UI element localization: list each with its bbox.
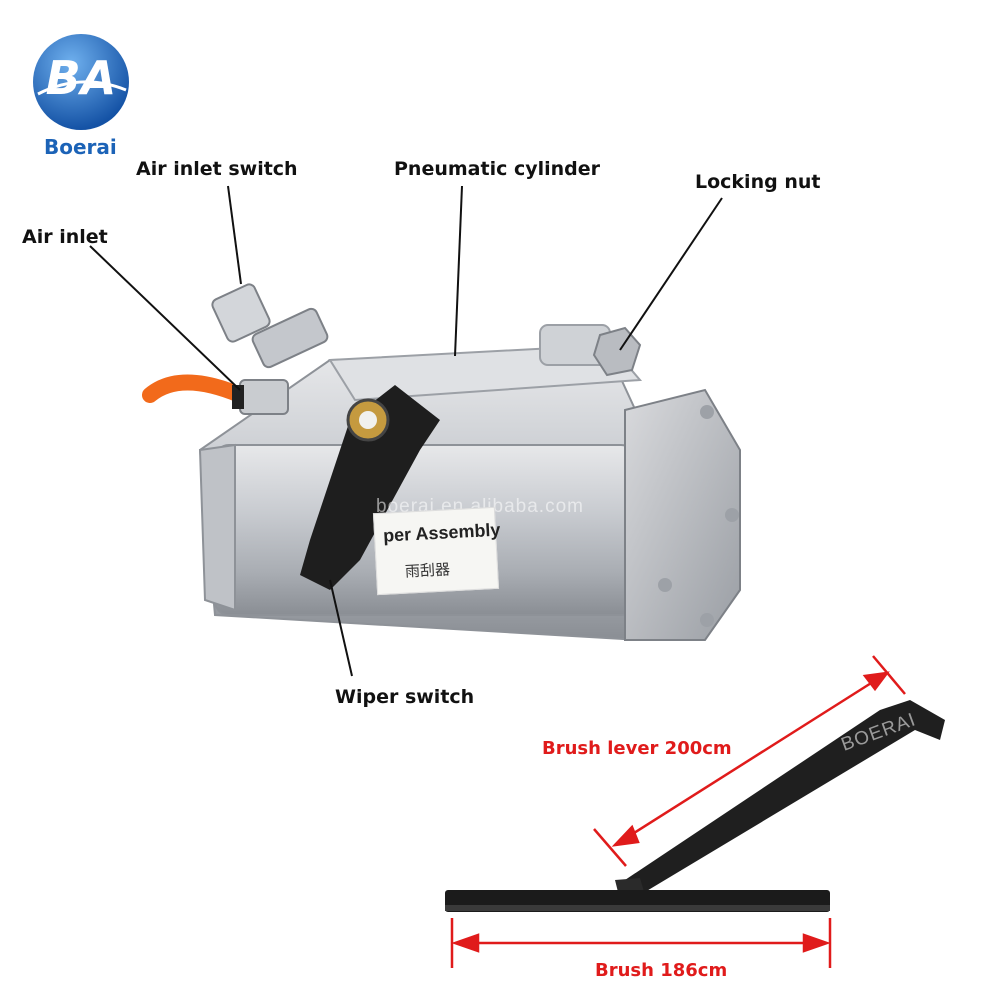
- callout-lines: [89, 185, 723, 677]
- locking-nut-label: Locking nut: [695, 171, 821, 193]
- assembly-sticker: per Assembly 雨刮器: [372, 506, 501, 596]
- brush-lever-dimension: Brush lever 200cm: [542, 738, 732, 759]
- air-inlet-switch-label: Air inlet switch: [136, 158, 298, 180]
- air-inlet-label: Air inlet: [22, 226, 108, 248]
- brush-dimension: Brush 186cm: [595, 960, 728, 981]
- sticker-subtitle: 雨刮器: [404, 561, 451, 581]
- brand-name: Boerai: [44, 135, 117, 159]
- dimension-arrows: [450, 655, 906, 968]
- logo-globe-icon: BA: [33, 34, 129, 130]
- svg-text:BA: BA: [46, 51, 117, 105]
- wiper-switch-label: Wiper switch: [335, 686, 475, 708]
- sticker-title: per Assembly: [382, 519, 501, 546]
- pneumatic-cylinder-label: Pneumatic cylinder: [394, 158, 601, 180]
- brand-logo: BA: [26, 32, 136, 142]
